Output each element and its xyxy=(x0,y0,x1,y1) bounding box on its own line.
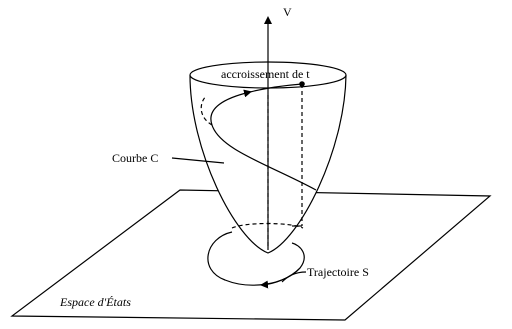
curve-c-leader xyxy=(171,157,225,164)
state-space-plane xyxy=(10,189,492,321)
curve-c-end xyxy=(249,83,303,93)
curve-c-hidden xyxy=(200,95,213,126)
trajectory-s-arrow xyxy=(260,267,301,289)
trajectory-s xyxy=(207,231,305,286)
state-space-label: Espace d'États xyxy=(59,295,131,309)
curve-c xyxy=(210,89,317,191)
curve-c-label: Courbe C xyxy=(112,151,158,165)
increment-label: accroissement de t xyxy=(221,67,310,81)
trajectory-leader xyxy=(281,271,307,283)
trajectory-s-label: Trajectoire S xyxy=(307,265,369,279)
axis-v-label: V xyxy=(283,5,292,19)
